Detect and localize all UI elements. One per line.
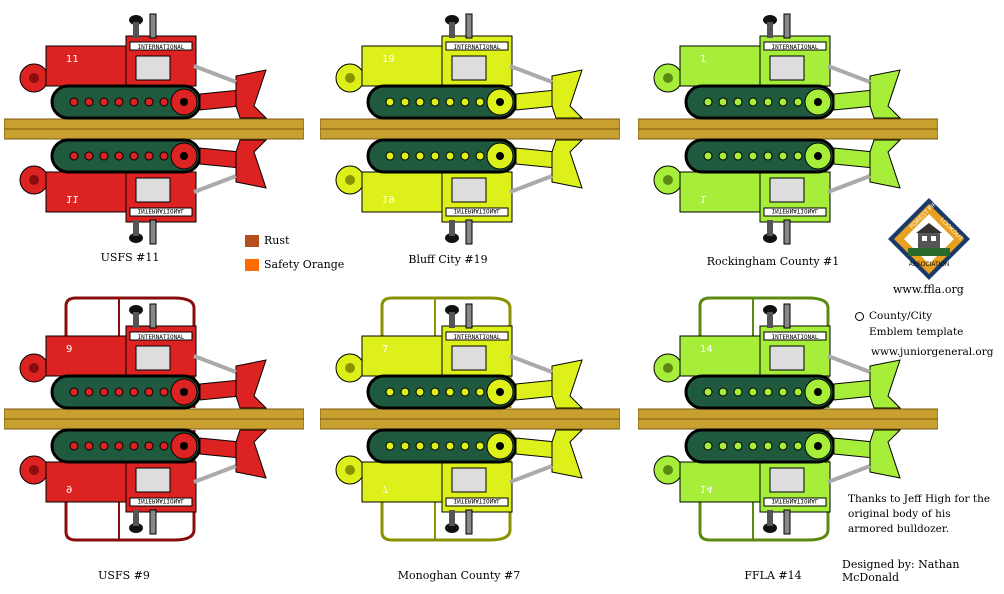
- dozer-side-top: INTERNATIONAL 11: [4, 13, 304, 130]
- svg-text:INTERNATIONAL: INTERNATIONAL: [454, 44, 501, 51]
- wooden-base: [4, 118, 304, 130]
- emblem-note: County/City Emblem template www.juniorge…: [855, 308, 993, 360]
- wooden-base: [4, 418, 304, 430]
- caption-usfs-11: USFS #11: [100, 251, 160, 264]
- dozer-side-mirrored: INTERNATIONAL 1: [638, 128, 938, 245]
- ffla-logo: FOREST FIRE LOOKOUT ASSOCIATION: [886, 196, 972, 282]
- svg-text:9: 9: [66, 483, 72, 494]
- emblem-line-1: County/City: [855, 308, 993, 324]
- wooden-base: [320, 118, 620, 130]
- svg-text:INTERNATIONAL: INTERNATIONAL: [772, 334, 819, 341]
- svg-text:1: 1: [700, 54, 706, 65]
- ffla-url: www.ffla.org: [893, 283, 964, 296]
- caption-usfs-9: USFS #9: [98, 569, 150, 582]
- caption-monoghan-county-7: Monoghan County #7: [397, 569, 521, 582]
- emblem-line-2: Emblem template: [869, 326, 964, 338]
- emblem-line1: County/City: [869, 310, 933, 322]
- svg-text:1: 1: [700, 193, 706, 204]
- svg-text:14: 14: [700, 344, 713, 355]
- dozer-side-top: INTERNATIONAL 1: [638, 13, 938, 130]
- dozer-side-top: INTERNATIONAL 14: [638, 296, 938, 420]
- svg-text:7: 7: [382, 344, 388, 355]
- dozer-side-top: INTERNATIONAL 19: [320, 13, 620, 130]
- svg-text:7: 7: [382, 483, 388, 494]
- svg-text:11: 11: [66, 54, 79, 65]
- wooden-base: [638, 118, 938, 130]
- svg-text:9: 9: [66, 344, 72, 355]
- svg-text:INTERNATIONAL: INTERNATIONAL: [772, 44, 819, 51]
- svg-text:11: 11: [66, 193, 79, 204]
- wooden-base: [4, 128, 304, 140]
- wooden-base: [320, 418, 620, 430]
- svg-text:INTERNATIONAL: INTERNATIONAL: [454, 334, 501, 341]
- legend-rust: Rust: [245, 234, 289, 247]
- safety-orange-swatch: [245, 259, 259, 271]
- juniorgeneral-url: www.juniorgeneral.org: [871, 346, 994, 358]
- svg-text:19: 19: [382, 54, 395, 65]
- svg-text:INTERNATIONAL: INTERNATIONAL: [772, 207, 819, 214]
- dozer-side-mirrored: INTERNATIONAL 11: [4, 128, 304, 245]
- logo-bottom-text: ASSOCIATION: [909, 262, 950, 268]
- svg-text:INTERNATIONAL: INTERNATIONAL: [454, 497, 501, 504]
- svg-text:INTERNATIONAL: INTERNATIONAL: [138, 334, 185, 341]
- dozer-side-mirrored: INTERNATIONAL 9: [4, 418, 304, 542]
- wooden-base: [4, 408, 304, 420]
- legend-safety-orange-label: Safety Orange: [264, 258, 345, 271]
- svg-text:14: 14: [700, 483, 713, 494]
- wooden-base: [638, 418, 938, 430]
- emblem-circle-icon: [855, 311, 864, 321]
- dozer-side-top: INTERNATIONAL 9: [4, 296, 304, 420]
- dozer-side-mirrored: INTERNATIONAL 19: [320, 128, 620, 245]
- thanks-note: Thanks to Jeff High for the original bod…: [848, 493, 991, 535]
- svg-text:INTERNATIONAL: INTERNATIONAL: [138, 497, 185, 504]
- dozer-side-mirrored: INTERNATIONAL 7: [320, 418, 620, 542]
- dozer-side-mirrored: INTERNATIONAL 14: [638, 418, 938, 542]
- caption-ffla-14: FFLA #14: [744, 569, 802, 582]
- caption-bluff-city-19: Bluff City #19: [408, 253, 488, 266]
- rust-swatch: [245, 235, 259, 247]
- legend-rust-label: Rust: [264, 234, 290, 247]
- svg-text:19: 19: [382, 193, 395, 204]
- wooden-base: [638, 128, 938, 140]
- wooden-base: [320, 408, 620, 420]
- dozer-side-top: INTERNATIONAL 7: [320, 296, 620, 420]
- wooden-base: [638, 408, 938, 420]
- svg-text:INTERNATIONAL: INTERNATIONAL: [454, 207, 501, 214]
- designer-credit: Designed by: Nathan McDonald: [842, 558, 960, 584]
- svg-text:INTERNATIONAL: INTERNATIONAL: [138, 207, 185, 214]
- svg-text:INTERNATIONAL: INTERNATIONAL: [138, 44, 185, 51]
- legend-safety-orange: Safety Orange: [245, 258, 344, 271]
- wooden-base: [320, 128, 620, 140]
- svg-text:INTERNATIONAL: INTERNATIONAL: [772, 497, 819, 504]
- caption-rockingham-county-1: Rockingham County #1: [706, 255, 840, 268]
